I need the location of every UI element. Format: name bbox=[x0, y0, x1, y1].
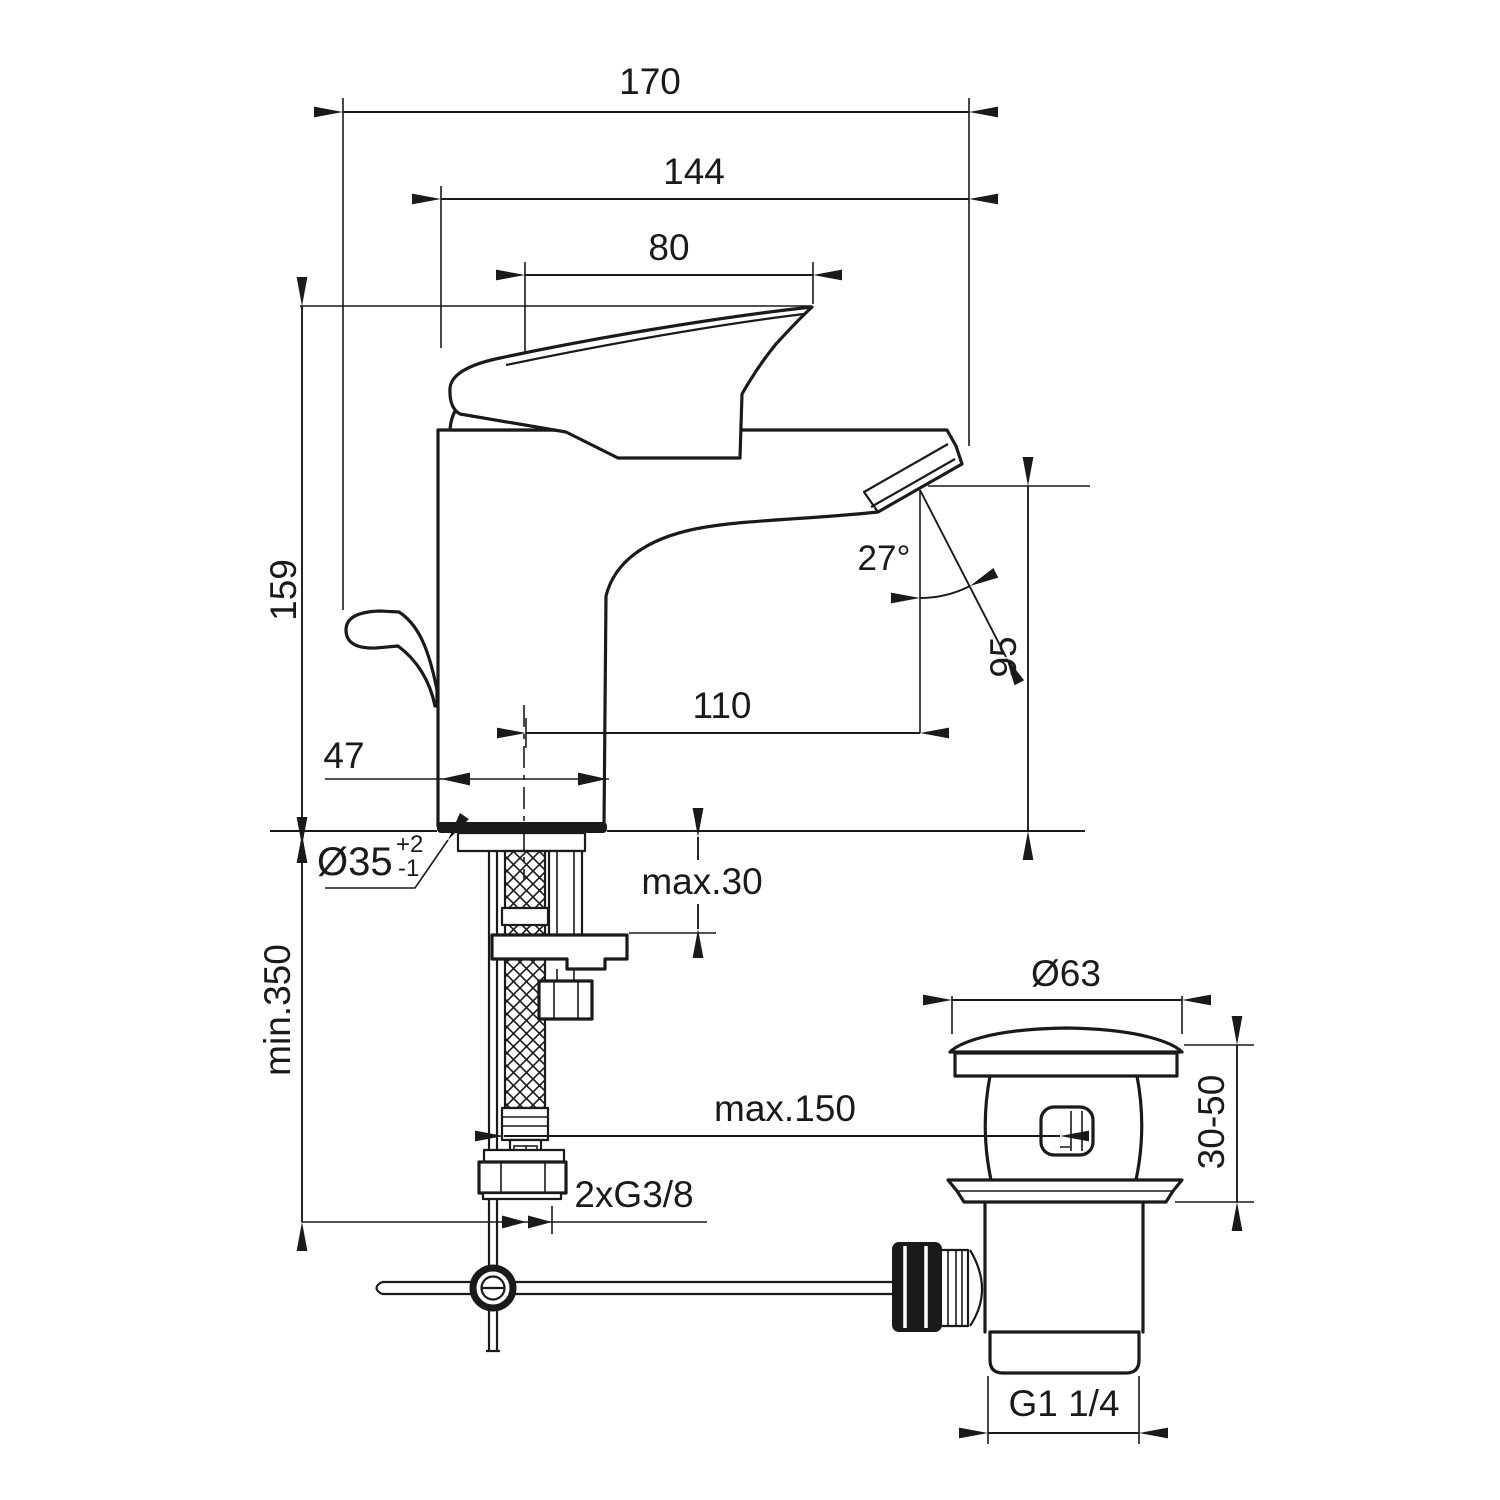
dim-height-label: 159 bbox=[263, 559, 304, 621]
popup-ball-joint bbox=[469, 1264, 517, 1312]
lever-handle bbox=[448, 305, 814, 460]
dim-max-waste-label: max.150 bbox=[714, 1088, 856, 1129]
dim-supply-thread-label: 2xG3/8 bbox=[574, 1174, 693, 1215]
dim-waste-height-label: 30-50 bbox=[1191, 1075, 1232, 1170]
dim-handle-length-label: 80 bbox=[648, 227, 689, 268]
dimensions-group: 170 144 80 159 min.350 bbox=[257, 61, 1254, 1444]
hose-collar bbox=[500, 906, 550, 927]
mounting-hardware-group bbox=[375, 831, 897, 1353]
popup-rod-lower bbox=[486, 1311, 500, 1353]
dim-max-waste-distance: max.150 bbox=[475, 1088, 1089, 1142]
dim-outlet-height-label: 95 bbox=[983, 636, 1024, 677]
dim-body-width-label: 47 bbox=[323, 735, 364, 776]
dim-min-hose-label: min.350 bbox=[257, 944, 298, 1076]
lever-top-edge-line bbox=[505, 312, 805, 367]
waste-plug-cap bbox=[948, 1026, 1184, 1054]
dim-body-width: 47 bbox=[323, 735, 609, 786]
dim-max-deck-label: max.30 bbox=[641, 861, 762, 902]
dim-waste-thread: G1 1/4 bbox=[959, 1376, 1168, 1444]
dim-supply-thread: 2xG3/8 bbox=[502, 1174, 694, 1234]
waste-tailpiece bbox=[969, 1200, 1145, 1375]
dim-hole-dia-label: Ø35 bbox=[317, 840, 393, 884]
dim-total-depth: 170 bbox=[314, 61, 998, 610]
dim-hole-tol-lower: -1 bbox=[398, 855, 419, 882]
dim-spout-reach: 110 bbox=[497, 685, 949, 880]
supply-connection-nut bbox=[477, 1148, 568, 1201]
dim-outlet-angle-label: 27° bbox=[858, 539, 911, 578]
dim-total-depth-label: 170 bbox=[619, 61, 681, 102]
lever-open-position bbox=[344, 609, 439, 708]
waste-body bbox=[983, 1074, 1144, 1182]
mounting-plate bbox=[490, 933, 629, 971]
threaded-stud bbox=[547, 849, 584, 937]
faucet-body-outline bbox=[436, 428, 964, 828]
dim-projection: 144 bbox=[412, 151, 998, 348]
dim-waste-thread-label: G1 1/4 bbox=[1008, 1383, 1119, 1424]
dim-outlet-height: 95 bbox=[928, 457, 1090, 860]
waste-upper-flange bbox=[953, 1051, 1179, 1078]
base-seal-ring bbox=[437, 822, 607, 833]
dim-waste-height-range: 30-50 bbox=[1175, 1016, 1254, 1231]
dim-projection-label: 144 bbox=[663, 151, 725, 192]
dim-hole-tol-upper: +2 bbox=[396, 831, 423, 858]
dim-outlet-angle: 27° bbox=[858, 489, 1025, 733]
clamping-nut bbox=[537, 979, 594, 1021]
aerator-detail bbox=[862, 443, 956, 513]
stud-stub bbox=[556, 969, 575, 981]
waste-assembly-group bbox=[892, 1026, 1184, 1375]
dim-spout-reach-label: 110 bbox=[693, 685, 752, 726]
waste-side-inlet bbox=[892, 1242, 970, 1332]
dim-waste-cap-diameter: Ø63 bbox=[923, 953, 1211, 1034]
faucet-body-group bbox=[344, 305, 964, 833]
popup-rod-upper bbox=[487, 851, 499, 1265]
dim-waste-cap-label: Ø63 bbox=[1031, 953, 1101, 994]
dim-height-to-handle: 159 bbox=[263, 277, 811, 863]
dim-handle-length: 80 bbox=[496, 227, 842, 352]
dim-hole-diameter: Ø35 +2 -1 bbox=[317, 813, 469, 889]
popup-rod-horizontal bbox=[375, 1280, 897, 1296]
dim-max-deck-thickness: max.30 bbox=[629, 808, 763, 958]
mounting-shank bbox=[456, 831, 587, 853]
